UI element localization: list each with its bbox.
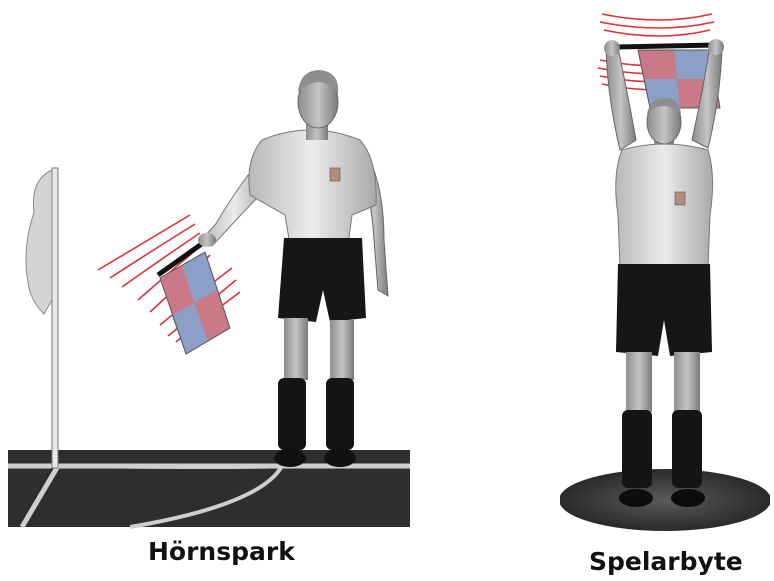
floor-shadow xyxy=(560,469,770,531)
referee-left xyxy=(198,70,388,467)
assistant-flag-left xyxy=(158,238,230,354)
referee-right xyxy=(604,39,724,507)
corner-kick-illustration xyxy=(0,0,420,535)
caption-corner-kick: Hörnspark xyxy=(148,537,295,566)
caption-substitution: Spelarbyte xyxy=(589,547,743,576)
substitution-illustration xyxy=(560,0,770,535)
corner-flag xyxy=(26,168,58,468)
